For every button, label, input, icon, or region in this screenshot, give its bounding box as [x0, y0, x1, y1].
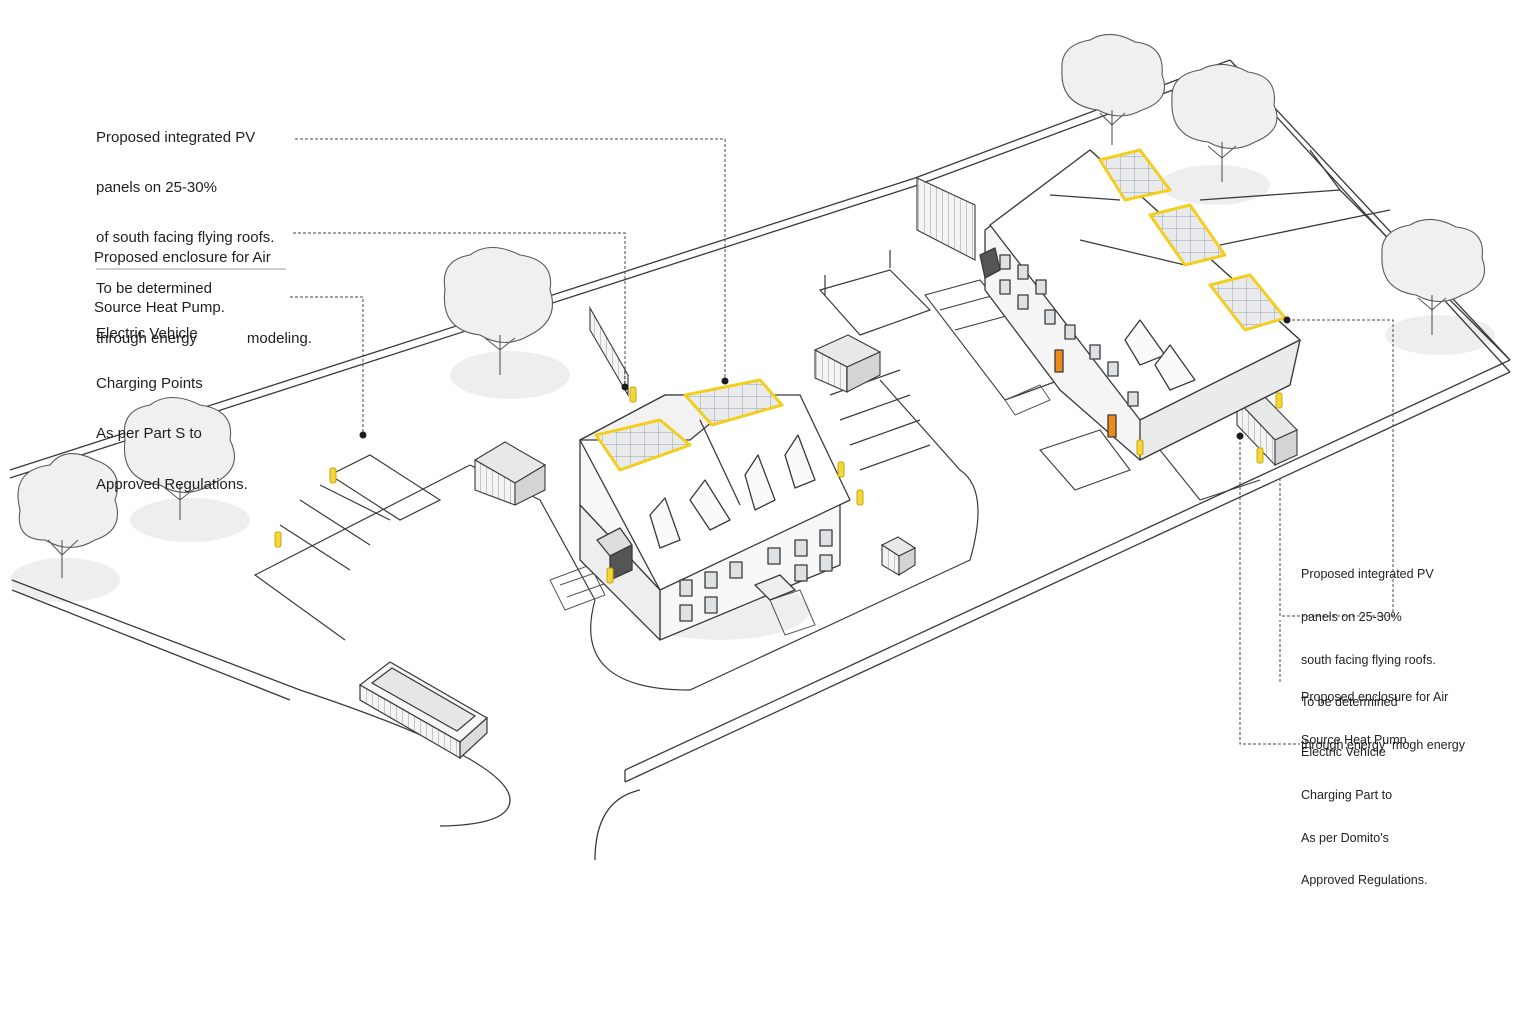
label-line: Approved Regulations. — [96, 475, 248, 493]
label-heat-pump-left: Proposed enclosure for Air Source Heat P… — [94, 216, 271, 334]
ev-chargers — [274, 386, 1283, 584]
planter-box — [358, 661, 489, 760]
label-line: Charging Part to — [1301, 788, 1393, 803]
label-line: of south facing flying roofs. — [96, 229, 275, 247]
dormers — [649, 434, 816, 549]
label-line: Proposed enclosure for Air — [1301, 690, 1449, 705]
label-heat-pump-right: Proposed enclosure for Air Source Heat P… — [1301, 662, 1448, 761]
label-pv-panels-right: Proposed integrated PV panels on 25-30% … — [1301, 539, 1465, 766]
label-line: through energy modeling. — [96, 330, 312, 348]
label-line: To be determined — [1301, 695, 1398, 710]
label-line: Electric Vehicle — [96, 324, 198, 342]
shed-2 — [813, 334, 882, 393]
windows — [679, 529, 833, 622]
paving — [549, 384, 1051, 636]
label-line: south facing flying roofs. — [1301, 652, 1436, 667]
label-pv-panels-left: Proposed integrated PV panels on 25-30% … — [96, 96, 312, 365]
label-line: As per Part S to — [96, 425, 202, 443]
label-line: panels on 25-30% — [96, 178, 217, 196]
terrace-dormers — [1124, 319, 1196, 391]
tree-3 — [443, 246, 554, 375]
shed-1 — [473, 441, 547, 506]
label-ev-charging-right: Electric Vehicle Charging Part to As per… — [1301, 717, 1427, 902]
label-line: Source Heat Pump. — [1301, 733, 1411, 748]
label-line: Proposed integrated PV — [1301, 567, 1434, 582]
trees — [17, 33, 1486, 578]
tree-2 — [123, 396, 235, 520]
tree-4 — [1061, 33, 1166, 145]
shed-3 — [880, 536, 917, 576]
label-line: Charging Points — [96, 374, 203, 392]
leader-dots — [359, 316, 1291, 440]
label-line: Source Heat Pump. — [94, 298, 225, 316]
terrace-house — [979, 148, 1301, 461]
label-line: panels on 25-30% — [1301, 610, 1402, 625]
label-line: through energy mogh energy — [1301, 737, 1465, 752]
label-line: Proposed integrated PV — [96, 128, 256, 146]
fence-panel-right — [916, 177, 976, 261]
label-ev-charging-left: Electric Vehicle Charging Points As per … — [96, 292, 248, 510]
label-line: Electric Vehicle — [1301, 745, 1386, 760]
leader-lines — [290, 138, 1394, 745]
label-line: Proposed enclosure for Air — [94, 248, 271, 266]
label-line: As per Domito's — [1301, 830, 1389, 845]
tree-6 — [1381, 218, 1486, 335]
tree-5 — [1171, 63, 1278, 182]
central-house — [579, 378, 851, 641]
fence-panel-left — [589, 305, 629, 398]
label-line: To be determined — [96, 279, 212, 297]
label-line: Approved Regulations. — [1301, 873, 1428, 888]
terrace-windows — [999, 254, 1139, 407]
tree-1 — [17, 453, 119, 578]
